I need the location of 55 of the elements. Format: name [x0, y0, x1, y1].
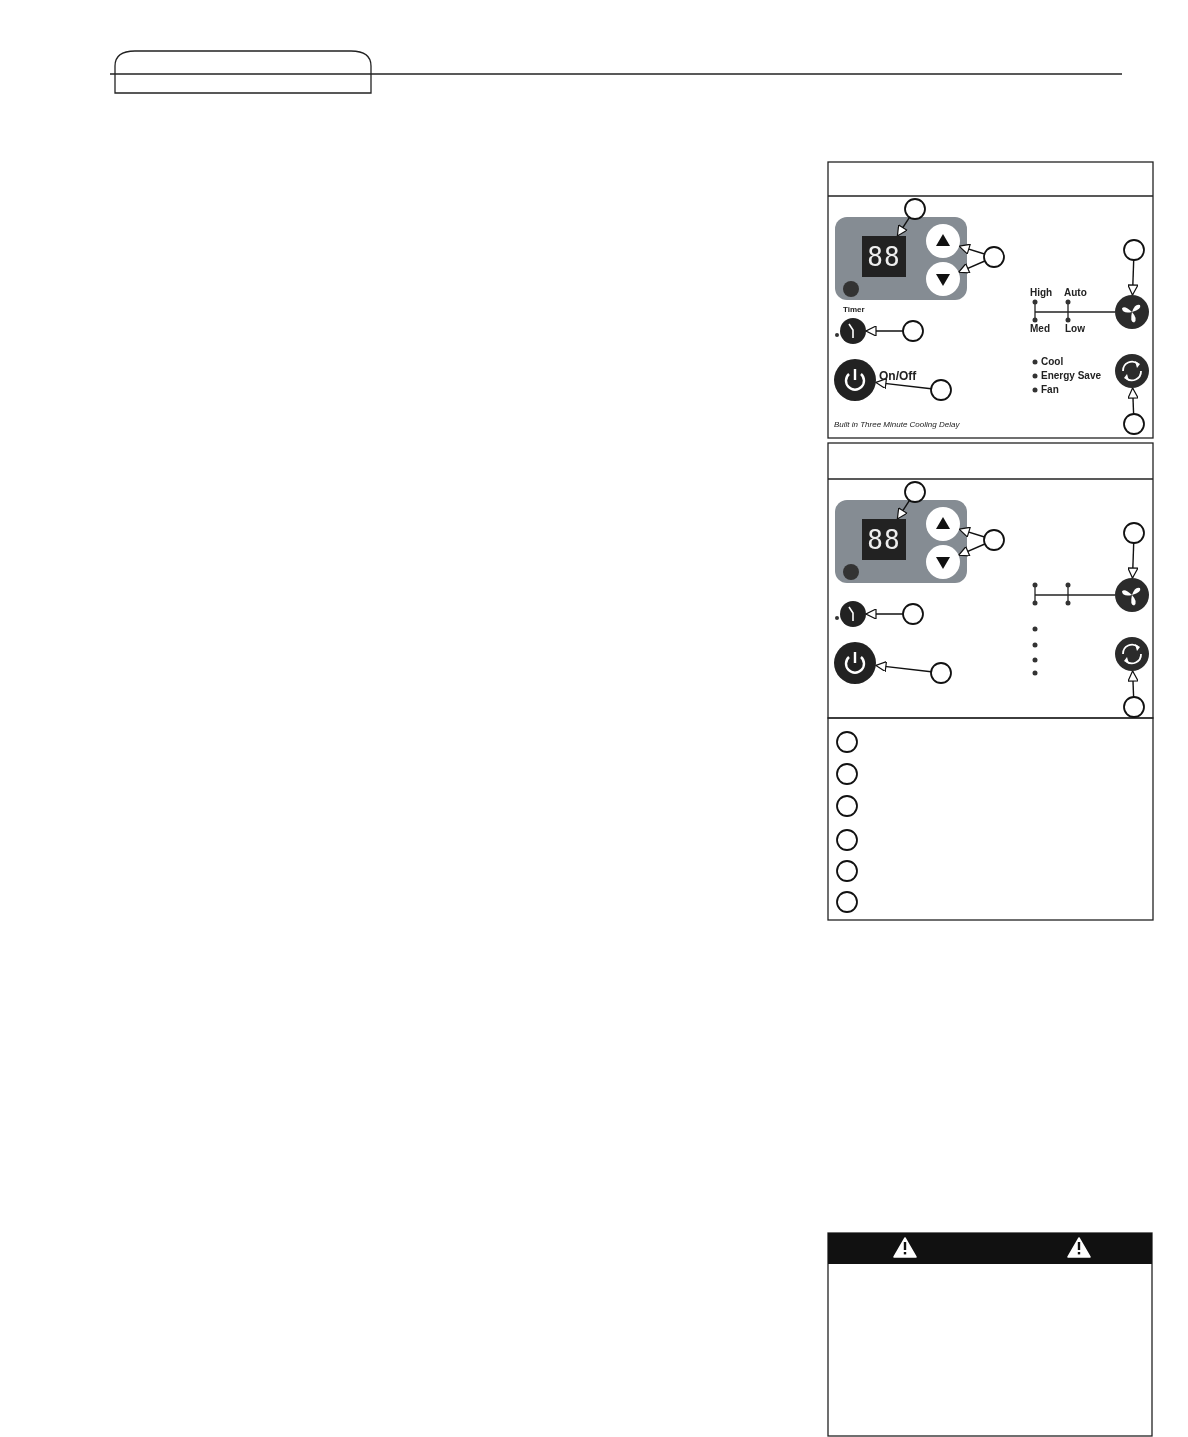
- fan-speed-text: Low: [1065, 324, 1085, 334]
- leader-arrow: [865, 325, 904, 337]
- callout-circle: [1123, 522, 1145, 544]
- callout-circle: [930, 379, 952, 401]
- callout-circle: [930, 662, 952, 684]
- fan-button: [1115, 295, 1149, 329]
- up-button: [926, 224, 960, 258]
- mode-text: Energy Save: [1041, 371, 1102, 381]
- callout-circle: [983, 246, 1005, 268]
- leader-arrow: [896, 216, 911, 237]
- leader-arrow: [957, 543, 986, 557]
- mode-text: Cool: [1041, 357, 1064, 367]
- fan-speed-text: Med: [1030, 324, 1050, 334]
- up-button: [926, 507, 960, 541]
- leader-arrow: [875, 661, 932, 673]
- leader-arrow: [896, 499, 911, 520]
- digital-display: 88: [862, 236, 906, 277]
- fan-speed-text: High: [1030, 288, 1053, 298]
- fan-button: [1115, 578, 1149, 612]
- callout-circle: [904, 481, 926, 503]
- down-button: [926, 545, 960, 579]
- callout-circle: [836, 829, 858, 851]
- button-caption: On/Off: [879, 370, 917, 382]
- callout-circle: [836, 891, 858, 913]
- leader-arrow: [1127, 387, 1139, 415]
- leader-arrow: [1127, 670, 1139, 698]
- leader-arrow: [875, 378, 932, 390]
- power-button: [834, 642, 876, 684]
- digital-display: 88: [862, 519, 906, 560]
- leader-arrow: [958, 526, 986, 538]
- callout-circle: [836, 860, 858, 882]
- callout-circle: [1123, 413, 1145, 435]
- leader-arrow: [1127, 542, 1139, 579]
- callout-circle: [904, 198, 926, 220]
- callout-circle: [1123, 696, 1145, 718]
- callout-circle: [836, 763, 858, 785]
- leader-arrow: [1127, 259, 1139, 296]
- down-button: [926, 262, 960, 296]
- fan-speed-text: Auto: [1064, 288, 1087, 298]
- mode-button: [1115, 354, 1149, 388]
- timer-button: [840, 601, 866, 627]
- callout-circle: [1123, 239, 1145, 261]
- callout-circle: [902, 320, 924, 342]
- timer-button: [840, 318, 866, 344]
- note-text: Built in Three Minute Cooling Delay: [834, 421, 960, 429]
- power-button: [834, 359, 876, 401]
- mode-button: [1115, 637, 1149, 671]
- callout-circle: [983, 529, 1005, 551]
- leader-arrow: [958, 243, 986, 255]
- callout-circle: [836, 731, 858, 753]
- leader-arrow: [957, 260, 986, 274]
- leader-arrow: [865, 608, 904, 620]
- callout-circle: [836, 795, 858, 817]
- mode-text: Fan: [1041, 385, 1059, 395]
- callout-circle: [902, 603, 924, 625]
